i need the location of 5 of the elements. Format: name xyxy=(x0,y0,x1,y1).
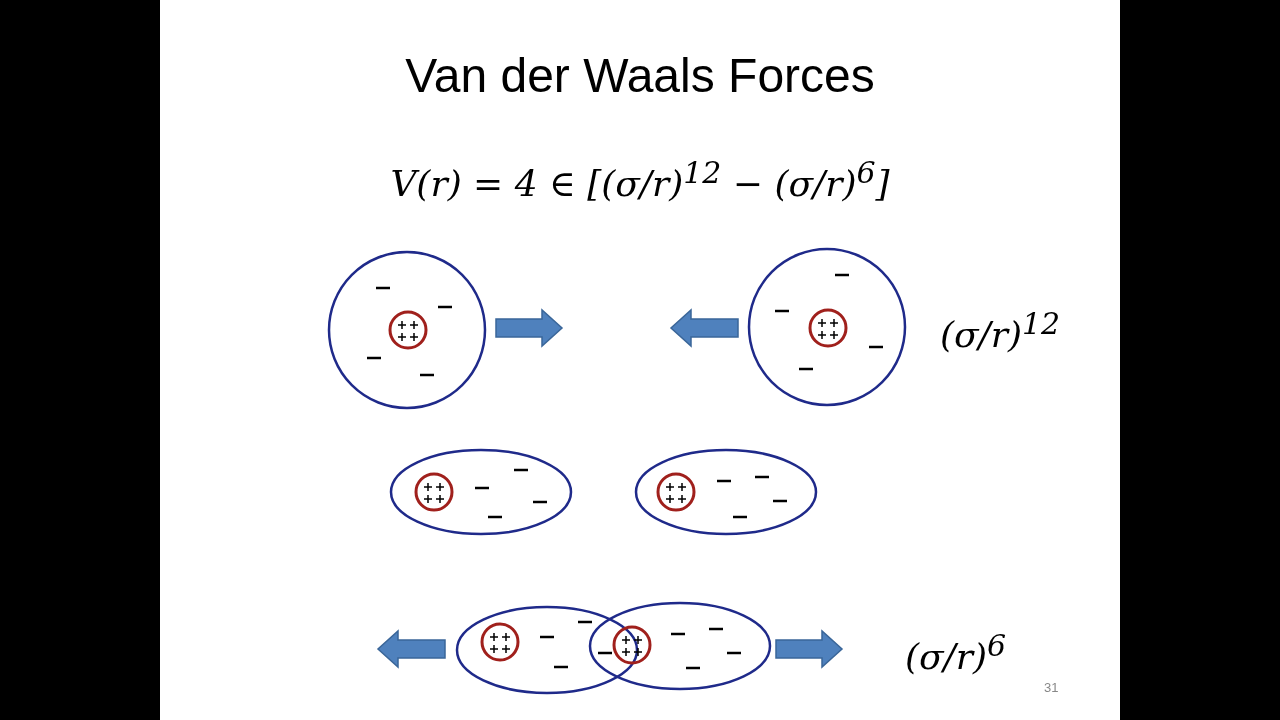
slide-title: Van der Waals Forces xyxy=(404,48,876,103)
formula-term: (σ/r)$^{12}$ xyxy=(940,306,1061,355)
formula-term: (σ/r)$^{6}$ xyxy=(905,628,1007,677)
slide-number: 31 xyxy=(1044,680,1059,695)
equation: V(r) = 4 ∈ [(σ/r)$^{12}$ − (σ/r)$^{6}$] xyxy=(389,155,891,204)
